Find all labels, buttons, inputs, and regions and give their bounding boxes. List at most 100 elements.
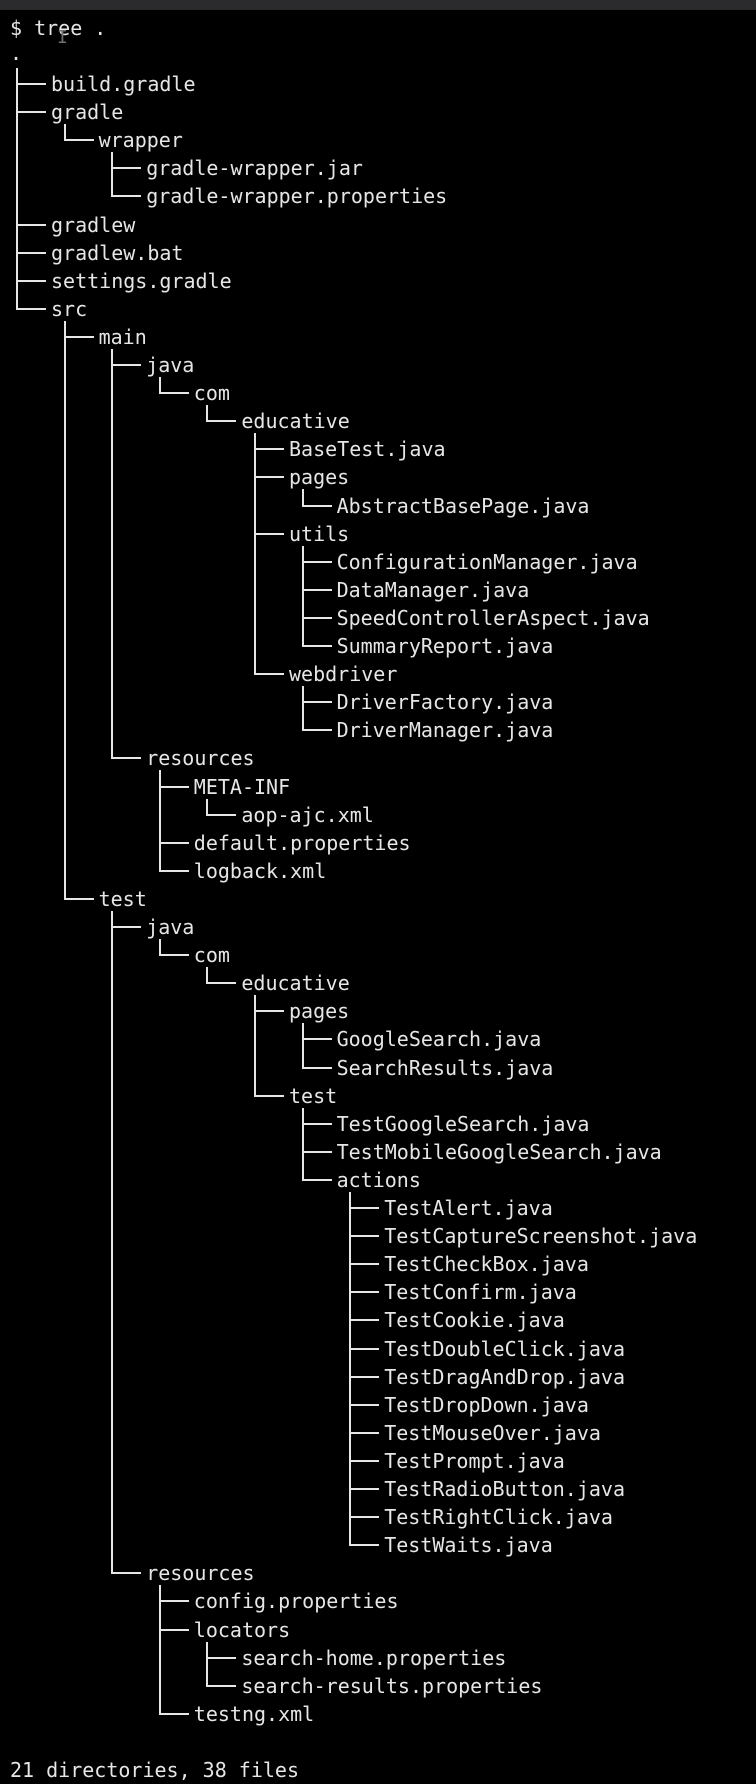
tree-branch-line (206, 982, 237, 985)
tree-entry: gradlew.bat (51, 240, 184, 265)
tree-entry: TestAlert.java (384, 1196, 553, 1220)
tree-summary: 21 directories, 38 files (10, 1757, 299, 1782)
command-text: tree . (34, 16, 107, 40)
tree-trunk-line (301, 489, 304, 507)
tree-branch-line (63, 897, 94, 900)
tree-entry: search-results.properties (241, 1673, 543, 1698)
tree-branch-line (301, 588, 332, 591)
tree-entry: TestMobileGoogleSearch.java (336, 1139, 662, 1164)
tree-trunk-line (111, 348, 114, 760)
tree-trunk-line (206, 1641, 209, 1687)
tree-branch-line (158, 954, 189, 957)
tree-branch-line (16, 83, 46, 85)
tree-entry: java (146, 353, 195, 377)
tree-trunk-line (158, 1585, 161, 1715)
tree-branch-line (206, 420, 237, 423)
tree-branch-line (301, 560, 332, 563)
tree-entry: TestConfirm.java (384, 1280, 577, 1305)
tree-entry: TestGoogleSearch.java (336, 1111, 590, 1136)
tree-entry: gradlew (51, 212, 136, 237)
tree-branch-line (349, 1544, 380, 1547)
tree-entry: test (98, 886, 147, 911)
tree-branch-line (349, 1319, 380, 1322)
tree-entry: META-INF (193, 774, 291, 799)
tree-entry: src (51, 296, 88, 321)
command-line: $ tree . (10, 14, 106, 42)
tree-entry: TestCheckBox.java (384, 1252, 589, 1277)
tree-branch-line (301, 1178, 332, 1181)
tree-branch-line (158, 785, 189, 788)
prompt-symbol: $ (10, 16, 23, 40)
tree-branch-line (349, 1235, 380, 1238)
tree-branch-line (301, 616, 332, 619)
tree-entry: GoogleSearch.java (336, 1027, 542, 1052)
tree-trunk-line (63, 320, 66, 900)
tree-entry: TestRightClick.java (384, 1505, 613, 1530)
tree-entry: TestDoubleClick.java (384, 1336, 626, 1361)
tree-entry: TestMouseOver.java (384, 1420, 601, 1445)
tree-branch-line (349, 1488, 380, 1490)
tree-branch-line (206, 1656, 237, 1659)
tree-branch-line (301, 701, 332, 704)
tree-entry: educative (241, 971, 350, 996)
tree-branch-line (16, 251, 46, 254)
tree-branch-line (254, 673, 284, 676)
tree-trunk-line (111, 152, 114, 198)
tree-branch-line (254, 1010, 284, 1013)
tree-entry: search-home.properties (241, 1645, 507, 1670)
tree-branch-line (254, 476, 284, 479)
tree-branch-line (301, 1122, 332, 1125)
tree-trunk-line (206, 967, 209, 985)
tree-entry: TestPrompt.java (384, 1448, 565, 1473)
tree-branch-line (301, 1038, 332, 1041)
tree-trunk-line (158, 770, 161, 872)
tree-trunk-line (301, 686, 304, 732)
tree-trunk-line (206, 405, 209, 423)
tree-branch-line (111, 195, 142, 198)
tree-branch-line (158, 841, 189, 844)
tree-entry: actions (336, 1167, 421, 1192)
tree-entry: SummaryReport.java (336, 634, 554, 658)
tree-branch-line (158, 1628, 189, 1631)
tree-entry: DriverFactory.java (336, 690, 554, 715)
tree-entry: utils (289, 521, 350, 546)
tree-branch-line (301, 729, 332, 732)
tree-branch-line (349, 1207, 380, 1209)
tree-entry: gradle-wrapper.jar (146, 156, 363, 181)
tree-entry: TestWaits.java (384, 1533, 553, 1558)
tree-branch-line (111, 926, 142, 928)
tree-branch-line (349, 1375, 380, 1378)
tree-entry: TestDragAndDrop.java (384, 1364, 626, 1389)
tree-branch-line (254, 448, 284, 451)
tree-trunk-line (301, 545, 304, 647)
tree-branch-line (111, 364, 142, 366)
tree-entry: DataManager.java (336, 577, 530, 602)
tree-entry: TestCaptureScreenshot.java (384, 1224, 698, 1249)
tree-branch-line (16, 307, 46, 310)
tree-branch-line (254, 1094, 284, 1097)
tree-branch-line (301, 1066, 332, 1069)
tree-entry: config.properties (193, 1589, 399, 1614)
tree-entry: TestDropDown.java (384, 1392, 589, 1417)
tree-trunk-line (158, 939, 161, 957)
tree-trunk-line (111, 910, 114, 1575)
tree-entry: wrapper (98, 128, 183, 153)
tree-entry: locators (193, 1617, 291, 1642)
text-cursor-icon: I (57, 27, 68, 48)
tree-trunk-line (301, 1107, 304, 1181)
tree-branch-line (158, 869, 189, 872)
tree-branch-line (16, 223, 46, 226)
tree-branch-line (301, 504, 332, 507)
tree-entry: webdriver (289, 662, 398, 687)
tree-trunk-line (206, 798, 209, 816)
tree-branch-line (349, 1516, 380, 1519)
tree-trunk-line (158, 377, 161, 395)
tree-branch-line (111, 757, 142, 760)
tree-entry: SearchResults.java (336, 1055, 554, 1080)
tree-branch-line (111, 1572, 142, 1575)
tree-entry: gradle (51, 100, 124, 125)
tree-branch-line (349, 1459, 380, 1462)
tree-branch-line (206, 813, 237, 816)
tree-entry: java (146, 915, 195, 939)
